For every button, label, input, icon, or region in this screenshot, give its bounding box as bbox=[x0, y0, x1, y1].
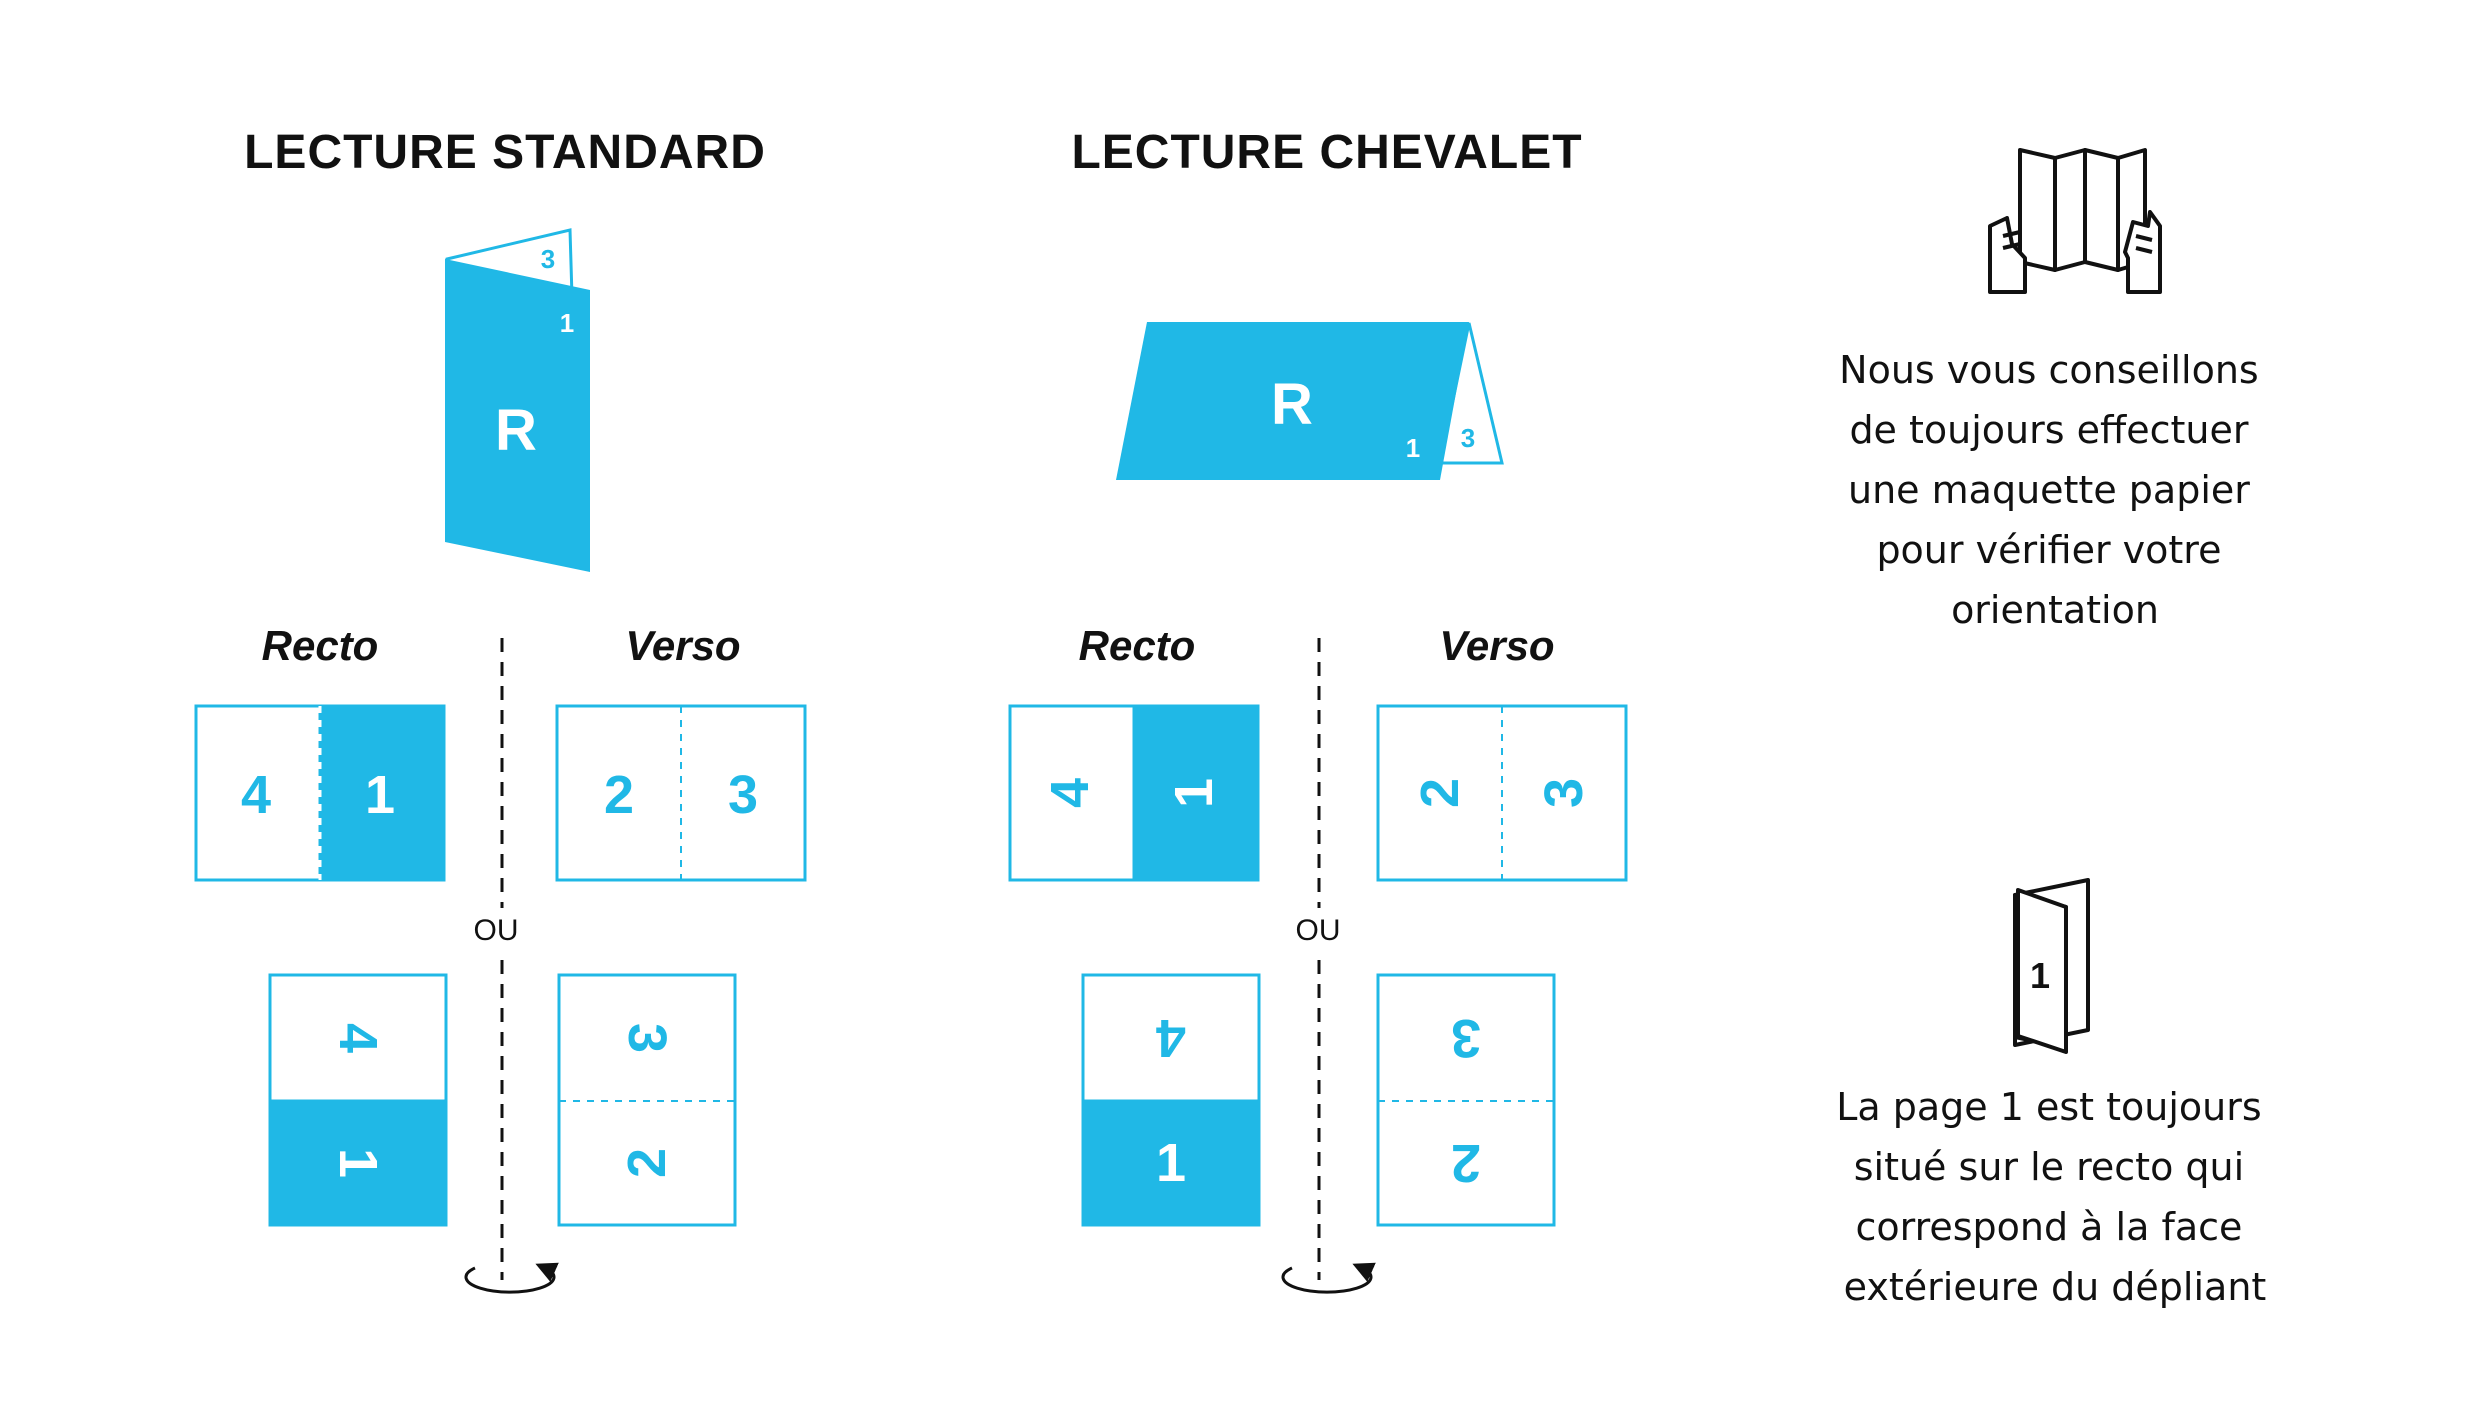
page-number: 2 bbox=[604, 765, 634, 825]
tips-column: Nous vous conseillons de toujours effect… bbox=[1836, 148, 2274, 1309]
page-number: 2 bbox=[1451, 1133, 1481, 1193]
page-number: 2 bbox=[1410, 778, 1470, 808]
page-number: 4 bbox=[1040, 778, 1100, 808]
chevalet-h-recto-panel-back bbox=[1008, 704, 1136, 882]
tip-2-text: La page 1 est toujours situé sur le rect… bbox=[1836, 1085, 2274, 1309]
hands-holding-leaflet-icon bbox=[1988, 148, 2162, 294]
standard-cover-letter: R bbox=[495, 398, 537, 463]
standard-vertical-verso: 3 2 bbox=[557, 973, 737, 1227]
chevalet-horizontal-verso: 2 3 bbox=[1376, 704, 1628, 882]
chevalet-separator: OU bbox=[1296, 914, 1341, 947]
chevalet-section: LECTURE CHEVALET 3 1 R Recto Verso OU 4 … bbox=[1008, 126, 1628, 1294]
chevalet-vertical-verso: 3 2 bbox=[1376, 973, 1556, 1227]
tip-line: pour vérifier votre bbox=[1876, 528, 2221, 572]
chevalet-horizontal-recto: 4 1 bbox=[1008, 704, 1260, 882]
standard-back-page-number: 3 bbox=[541, 244, 555, 274]
tip-line: de toujours effectuer bbox=[1849, 408, 2248, 452]
standard-front-page-number: 1 bbox=[560, 308, 574, 338]
tip-line: orientation bbox=[1951, 588, 2159, 632]
page-number: 1 bbox=[1164, 778, 1224, 808]
standard-recto-label: Recto bbox=[262, 622, 379, 669]
standard-separator: OU bbox=[474, 914, 519, 947]
chevalet-folded-leaflet: 3 1 R bbox=[1116, 322, 1504, 480]
standard-section: LECTURE STANDARD 3 1 R Recto Verso OU 4 … bbox=[194, 126, 807, 1294]
page-number: 4 bbox=[1156, 1008, 1186, 1068]
tip-line: situé sur le recto qui bbox=[1854, 1145, 2244, 1189]
tip-line: extérieure du dépliant bbox=[1844, 1265, 2267, 1309]
standard-h-recto-panel-back bbox=[194, 704, 322, 882]
standard-title: LECTURE STANDARD bbox=[244, 126, 766, 179]
chevalet-recto-label: Recto bbox=[1079, 622, 1196, 669]
tip-1-text: Nous vous conseillons de toujours effect… bbox=[1839, 348, 2271, 632]
chevalet-vertical-recto: 4 1 bbox=[1081, 973, 1261, 1227]
page-number: 1 bbox=[365, 765, 395, 825]
page-number: 3 bbox=[728, 765, 758, 825]
standard-front-panel bbox=[445, 259, 590, 572]
page-number: 4 bbox=[241, 765, 271, 825]
page-number: 3 bbox=[1451, 1008, 1481, 1068]
chevalet-verso-label: Verso bbox=[1439, 622, 1554, 669]
standard-horizontal-recto: 4 1 bbox=[194, 704, 446, 882]
standard-v-recto-panel-front bbox=[268, 1099, 448, 1227]
tip-line: une maquette papier bbox=[1848, 468, 2250, 512]
chevalet-front-panel bbox=[1116, 322, 1469, 480]
standard-v-recto-panel-back bbox=[268, 973, 448, 1103]
standard-verso-label: Verso bbox=[625, 622, 740, 669]
page-number: 1 bbox=[328, 1148, 388, 1178]
tip-line: correspond à la face bbox=[1855, 1205, 2242, 1249]
chevalet-h-recto-panel-front bbox=[1132, 704, 1260, 882]
rotate-around-axis-icon bbox=[464, 1262, 559, 1294]
chevalet-front-page-number: 1 bbox=[1406, 433, 1420, 463]
standard-horizontal-verso: 2 3 bbox=[555, 704, 807, 882]
folded-leaflet-page-1-icon: 1 bbox=[2013, 878, 2090, 1054]
page-number: 3 bbox=[617, 1023, 677, 1053]
rotate-around-axis-icon bbox=[1281, 1262, 1376, 1294]
standard-folded-leaflet: 3 1 R bbox=[445, 228, 590, 572]
chevalet-title: LECTURE CHEVALET bbox=[1071, 126, 1582, 179]
page-number: 2 bbox=[617, 1148, 677, 1178]
page-number: 4 bbox=[328, 1023, 388, 1053]
chevalet-v-recto-panel-back bbox=[1081, 973, 1261, 1103]
tip-line: Nous vous conseillons bbox=[1839, 348, 2259, 392]
chevalet-v-recto-panel-front bbox=[1081, 1099, 1261, 1227]
folded-leaflet-page-number: 1 bbox=[2030, 955, 2050, 996]
chevalet-cover-letter: R bbox=[1271, 372, 1313, 437]
tip-line: La page 1 est toujours bbox=[1836, 1085, 2261, 1129]
page-number: 3 bbox=[1534, 778, 1594, 808]
page-number: 1 bbox=[1156, 1133, 1186, 1193]
chevalet-back-page-number: 3 bbox=[1461, 423, 1475, 453]
standard-vertical-recto: 4 1 bbox=[268, 973, 448, 1227]
